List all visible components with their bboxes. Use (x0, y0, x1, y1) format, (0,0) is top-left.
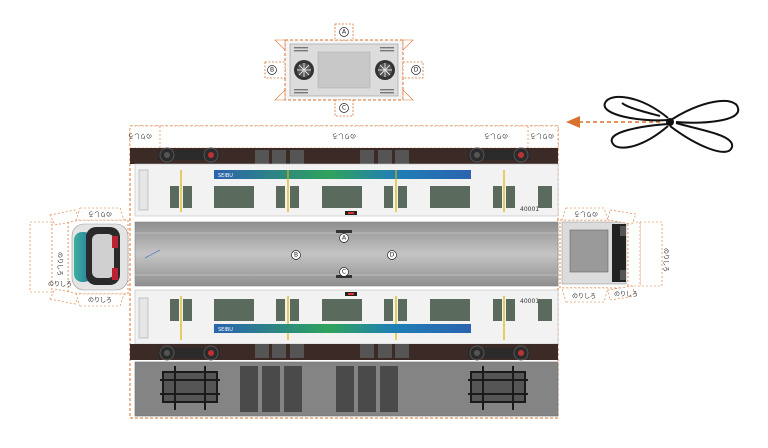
fan-icon (294, 60, 314, 80)
glue-label-front-bottom: のりしろ (88, 297, 112, 304)
svg-text:B: B (270, 67, 274, 74)
glue-label-rear-top: のりしろ (574, 210, 598, 217)
svg-text:C: C (342, 105, 346, 112)
svg-text:D: D (390, 252, 395, 259)
svg-text:B: B (294, 252, 298, 259)
marker-b-top: B (267, 65, 277, 75)
top-roof-piece (264, 23, 424, 117)
svg-text:C: C (342, 269, 346, 276)
glue-label-rear-bottom-right: のりしろ (614, 291, 638, 298)
svg-text:A: A (342, 235, 347, 242)
bogie-lower-left (158, 345, 220, 361)
marker-a-top: A (339, 27, 349, 37)
glue-label-rear-bottom: のりしろ (572, 293, 596, 300)
glue-label-front-side: のりしろ (56, 252, 63, 276)
marker-c-roof: C (339, 267, 349, 277)
marker-d-roof: D (387, 250, 397, 260)
bogie-upper-right (468, 147, 530, 163)
glue-label-top-center: のりしろ (332, 132, 356, 139)
fan-icon (375, 60, 395, 80)
glue-label-top-right-inner: のりしろ (484, 132, 508, 139)
scissors-icon (603, 95, 740, 153)
brand-text-upper: SEIBU (218, 173, 233, 179)
brand-text-lower: SEIBU (218, 327, 233, 333)
arrow-left-icon (566, 116, 660, 128)
bogie-underside-right (468, 366, 528, 410)
main-body-sheet: SEIBU 40001 A (129, 125, 559, 419)
front-end-piece (29, 207, 129, 307)
svg-text:A: A (342, 29, 347, 36)
marker-a-roof: A (339, 233, 349, 243)
glue-label-rear-side: のりしろ (662, 248, 669, 272)
rear-end-piece (559, 207, 663, 303)
bogie-upper-left (158, 147, 220, 163)
car-number-upper: 40001 (520, 206, 539, 213)
glue-label-front-top: のりしろ (88, 210, 112, 217)
glue-label-front-bottom-left: のりしろ (48, 281, 72, 288)
marker-d-top: D (411, 65, 421, 75)
glue-label-top-left: のりしろ (128, 132, 152, 139)
svg-text:D: D (414, 67, 419, 74)
marker-c-top: C (339, 103, 349, 113)
bogie-underside-left (160, 366, 220, 410)
bogie-lower-right (468, 345, 530, 361)
car-number-lower: 40001 (520, 298, 539, 305)
marker-b-roof: B (291, 250, 301, 260)
glue-label-top-right: のりしろ (530, 132, 554, 139)
